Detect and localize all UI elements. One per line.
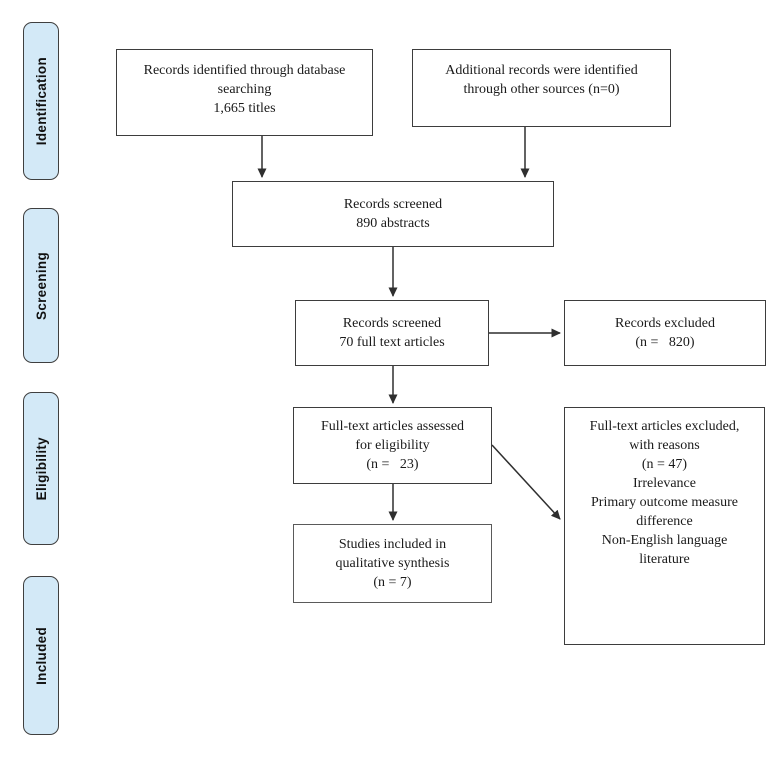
box-fulltext-excluded-reasons: Full-text articles excluded, with reason… <box>564 407 765 645</box>
stage-included-label: Included <box>33 626 49 685</box>
box-records-screened-fulltext: Records screened 70 full text articles <box>295 300 489 366</box>
box-records-identified-database: Records identified through database sear… <box>116 49 373 136</box>
stage-eligibility-label: Eligibility <box>33 436 49 501</box>
box-records-screened-abstracts: Records screened 890 abstracts <box>232 181 554 247</box>
box-records-identified-database-text: Records identified through database sear… <box>143 62 346 117</box>
box-fulltext-assessed-text: Full-text articles assessed for eligibil… <box>320 418 465 473</box>
stage-eligibility: Eligibility <box>23 392 59 545</box>
stage-identification: Identification <box>23 22 59 180</box>
box-additional-records: Additional records were identified throu… <box>412 49 671 127</box>
stage-identification-label: Identification <box>33 56 49 146</box>
stage-screening-label: Screening <box>33 251 49 320</box>
box-records-screened-fulltext-text: Records screened 70 full text articles <box>339 315 445 350</box>
box-studies-included-text: Studies included in qualitative synthesi… <box>335 536 450 591</box>
arrow-assessed-to-reasons <box>491 444 561 520</box>
box-records-excluded-text: Records excluded (n = 820) <box>615 315 715 350</box>
stage-screening: Screening <box>23 208 59 363</box>
stage-included: Included <box>23 576 59 735</box>
box-fulltext-assessed: Full-text articles assessed for eligibil… <box>293 407 492 484</box>
box-records-excluded: Records excluded (n = 820) <box>564 300 766 366</box>
box-additional-records-text: Additional records were identified throu… <box>445 62 638 97</box>
box-fulltext-excluded-reasons-text: Full-text articles excluded, with reason… <box>589 419 740 568</box>
box-records-screened-abstracts-text: Records screened 890 abstracts <box>343 196 443 231</box>
box-studies-included: Studies included in qualitative synthesi… <box>293 524 492 603</box>
